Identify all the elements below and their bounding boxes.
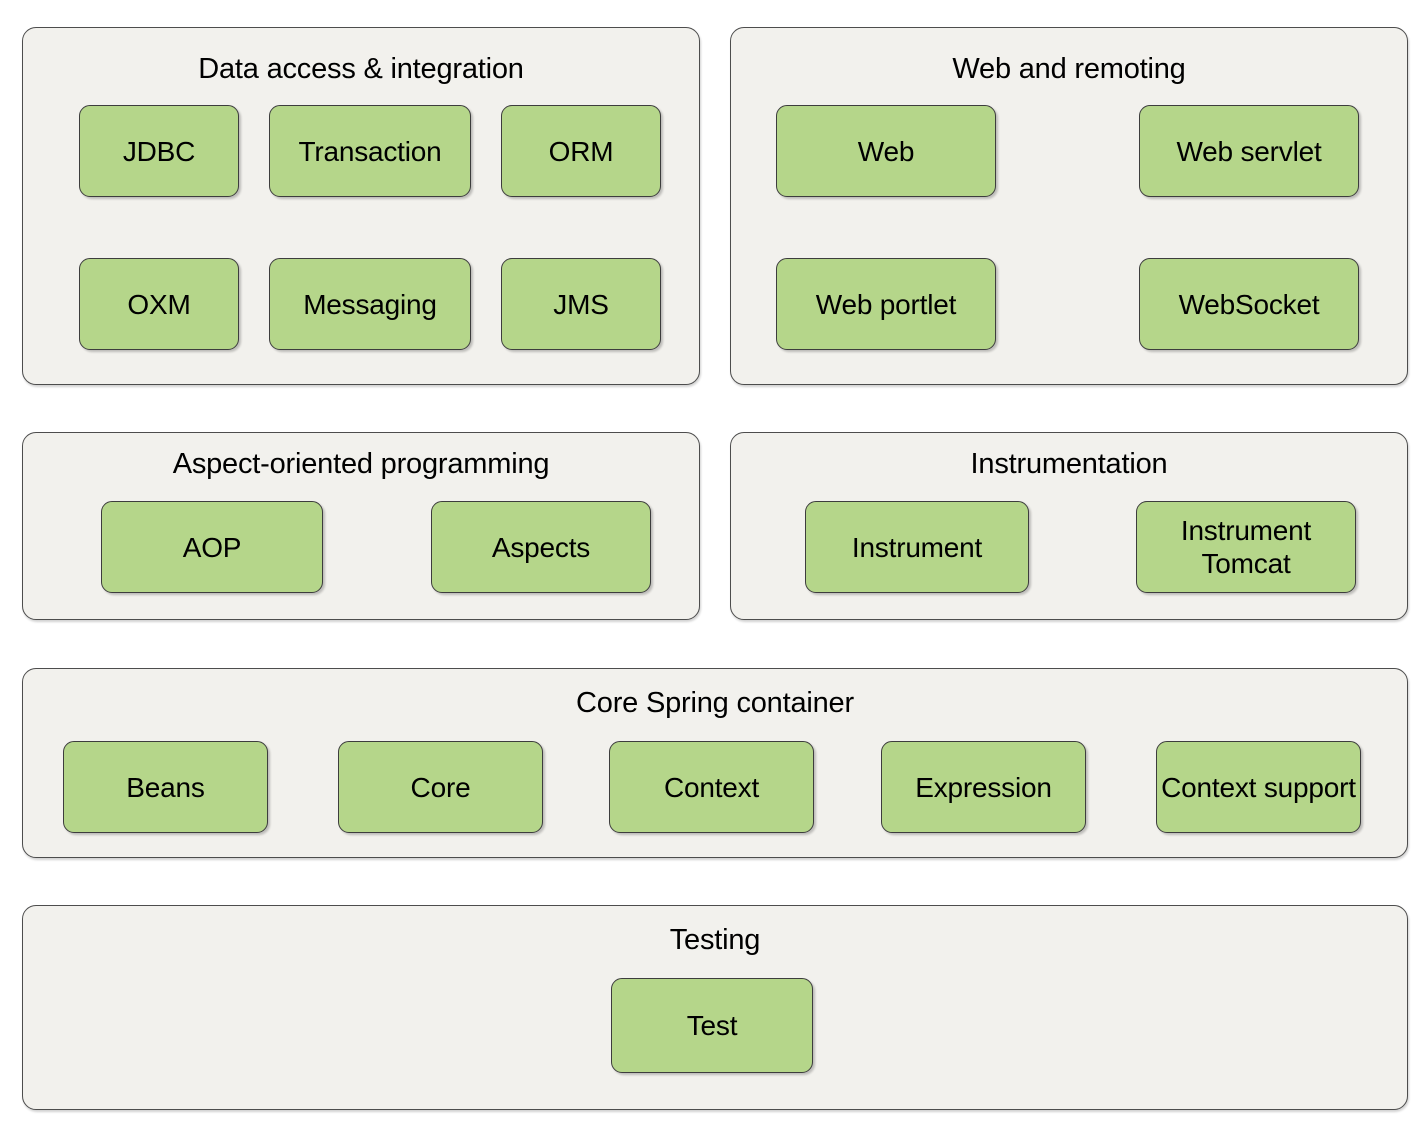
module-label-aspects: Aspects xyxy=(491,531,591,563)
module-jms[interactable]: JMS xyxy=(501,258,661,350)
module-label-orm: ORM xyxy=(548,135,614,167)
module-label-test: Test xyxy=(686,1010,738,1041)
panel-title-aspect-oriented-programming: Aspect-oriented programming xyxy=(172,448,550,480)
module-web-portlet[interactable]: Web portlet xyxy=(776,258,996,350)
module-label-context-support: Context support xyxy=(1161,771,1356,803)
panel-aspect-oriented-programming: Aspect-oriented programming AOP Aspects xyxy=(22,432,700,620)
module-label-context: Context xyxy=(663,771,760,803)
module-label-beans: Beans xyxy=(126,771,205,803)
module-expression[interactable]: Expression xyxy=(881,741,1086,833)
module-label-web-servlet: Web servlet xyxy=(1176,135,1322,167)
panel-core-spring-container: Core Spring container Beans Core Context… xyxy=(22,668,1408,858)
module-aop[interactable]: AOP xyxy=(101,501,323,593)
module-label-instrument-tomcat: Instrument Tomcat xyxy=(1180,515,1312,579)
module-jdbc[interactable]: JDBC xyxy=(79,105,239,197)
module-label-messaging: Messaging xyxy=(303,288,437,320)
module-web-servlet[interactable]: Web servlet xyxy=(1139,105,1359,197)
module-instrument[interactable]: Instrument xyxy=(805,501,1029,593)
panel-title-data-access-integration: Data access & integration xyxy=(198,53,524,85)
panel-title-instrumentation: Instrumentation xyxy=(970,448,1168,480)
panel-title-core-spring-container: Core Spring container xyxy=(576,687,854,719)
panel-instrumentation: Instrumentation Instrument Instrument To… xyxy=(730,432,1408,620)
module-messaging[interactable]: Messaging xyxy=(269,258,471,350)
module-web[interactable]: Web xyxy=(776,105,996,197)
module-label-jms: JMS xyxy=(553,288,609,320)
module-core[interactable]: Core xyxy=(338,741,543,833)
module-label-jdbc: JDBC xyxy=(122,135,196,167)
module-label-websocket: WebSocket xyxy=(1178,288,1320,320)
module-label-aop: AOP xyxy=(182,531,242,563)
module-label-web-portlet: Web portlet xyxy=(815,288,957,320)
module-test[interactable]: Test xyxy=(611,978,813,1073)
module-instrument-tomcat[interactable]: Instrument Tomcat xyxy=(1136,501,1356,593)
module-aspects[interactable]: Aspects xyxy=(431,501,651,593)
module-label-expression: Expression xyxy=(915,771,1052,803)
module-label-core: Core xyxy=(410,771,471,803)
module-websocket[interactable]: WebSocket xyxy=(1139,258,1359,350)
module-context[interactable]: Context xyxy=(609,741,814,833)
panel-data-access-integration: Data access & integration JDBC Transacti… xyxy=(22,27,700,385)
module-label-transaction: Transaction xyxy=(298,135,442,167)
module-label-web: Web xyxy=(857,135,915,167)
module-context-support[interactable]: Context support xyxy=(1156,741,1361,833)
module-transaction[interactable]: Transaction xyxy=(269,105,471,197)
panel-testing: Testing Test xyxy=(22,905,1408,1110)
panel-title-web-and-remoting: Web and remoting xyxy=(952,53,1186,85)
module-label-instrument: Instrument xyxy=(851,531,983,563)
module-oxm[interactable]: OXM xyxy=(79,258,239,350)
module-label-oxm: OXM xyxy=(127,288,191,320)
panel-title-testing: Testing xyxy=(669,924,761,956)
panel-web-and-remoting: Web and remoting Web Web servlet Web por… xyxy=(730,27,1408,385)
module-beans[interactable]: Beans xyxy=(63,741,268,833)
module-orm[interactable]: ORM xyxy=(501,105,661,197)
